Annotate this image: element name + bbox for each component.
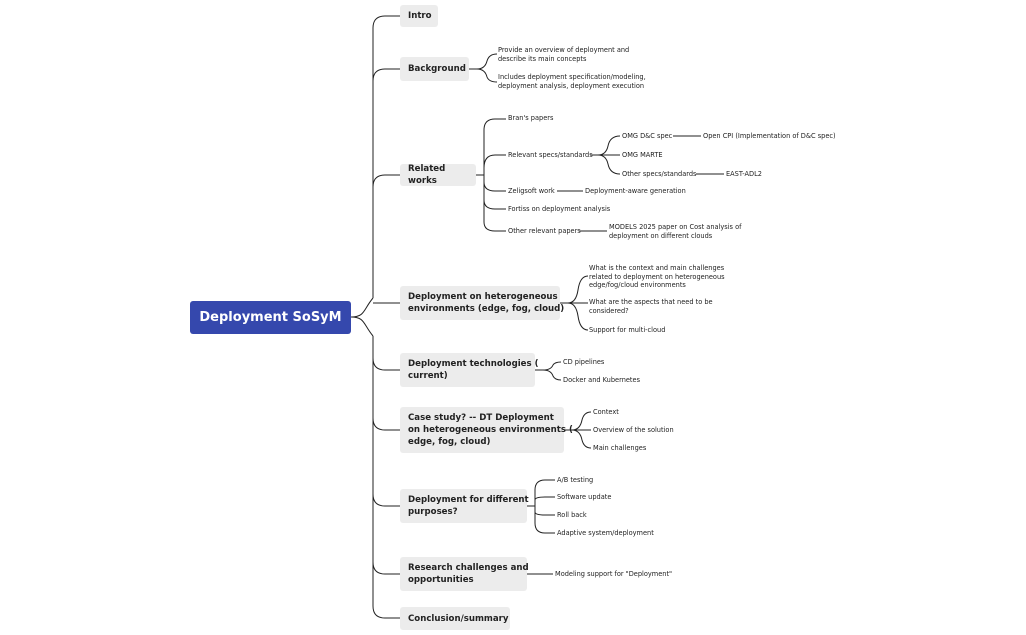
topic-heterogeneous-label: Deployment on heterogeneous environments… xyxy=(408,292,565,314)
spec-omg-marte[interactable]: OMG MARTE xyxy=(622,151,663,159)
topic-case-study[interactable]: Case study? -- DT Deployment on heteroge… xyxy=(400,407,573,453)
purpose-child-rollback[interactable]: Roll back xyxy=(557,511,587,519)
related-other-papers[interactable]: Other relevant papers xyxy=(508,227,581,235)
background-child-includes[interactable]: Includes deployment specification/modeli… xyxy=(498,73,646,90)
topic-technologies-label: Deployment technologies ( current) xyxy=(408,359,539,381)
zeligsoft-deployment-aware[interactable]: Deployment-aware generation xyxy=(585,187,686,195)
related-fortiss[interactable]: Fortiss on deployment analysis xyxy=(508,205,611,213)
topic-background[interactable]: Background xyxy=(400,57,469,81)
topic-intro[interactable]: Intro xyxy=(400,5,438,27)
topic-related-works[interactable]: Related works xyxy=(400,164,476,186)
case-child-overview[interactable]: Overview of the solution xyxy=(593,426,674,434)
topic-intro-label: Intro xyxy=(408,11,432,21)
root-topic-label: Deployment SoSyM xyxy=(199,310,342,325)
spec-east-adl2[interactable]: EAST-ADL2 xyxy=(726,170,762,178)
topic-purposes-label: Deployment for different purposes? xyxy=(408,495,529,517)
topic-related-works-label: Related works xyxy=(408,164,446,186)
hetero-child-multicloud[interactable]: Support for multi-cloud xyxy=(589,326,666,334)
hetero-child-aspects[interactable]: What are the aspects that need to be con… xyxy=(589,298,713,315)
topic-research[interactable]: Research challenges and opportunities xyxy=(400,557,529,591)
topic-conclusion-label: Conclusion/summary xyxy=(408,613,509,624)
related-models2025[interactable]: MODELS 2025 paper on Cost analysis of de… xyxy=(609,223,742,240)
tech-child-docker[interactable]: Docker and Kubernetes xyxy=(563,376,641,384)
spec-open-cpi[interactable]: Open CPI (Implementation of D&C spec) xyxy=(703,132,836,140)
topic-research-label: Research challenges and opportunities xyxy=(408,563,529,585)
topic-conclusion[interactable]: Conclusion/summary xyxy=(400,607,510,630)
background-child-overview[interactable]: Provide an overview of deployment and de… xyxy=(498,46,630,63)
related-zeligsoft[interactable]: Zeligsoft work xyxy=(508,187,555,195)
hetero-child-context[interactable]: What is the context and main challenges … xyxy=(589,264,725,290)
case-child-challenges[interactable]: Main challenges xyxy=(593,444,647,452)
related-brans-papers[interactable]: Bran's papers xyxy=(508,114,554,122)
topic-heterogeneous[interactable]: Deployment on heterogeneous environments… xyxy=(400,286,564,320)
topic-case-study-label: Case study? -- DT Deployment on heteroge… xyxy=(408,413,573,447)
purpose-child-ab[interactable]: A/B testing xyxy=(557,476,594,484)
purpose-child-adaptive[interactable]: Adaptive system/deployment xyxy=(557,529,654,537)
research-child-modeling[interactable]: Modeling support for "Deployment" xyxy=(555,570,673,578)
spec-omg-dc[interactable]: OMG D&C spec xyxy=(622,132,673,140)
spec-other[interactable]: Other specs/standards xyxy=(622,170,697,178)
root-topic[interactable]: Deployment SoSyM xyxy=(190,301,351,334)
purpose-child-update[interactable]: Software update xyxy=(557,493,612,501)
case-child-context[interactable]: Context xyxy=(593,408,619,416)
topic-purposes[interactable]: Deployment for different purposes? xyxy=(400,489,529,523)
related-specs-standards[interactable]: Relevant specs/standards xyxy=(508,151,593,159)
topic-technologies[interactable]: Deployment technologies ( current) xyxy=(400,353,539,387)
tech-child-cd[interactable]: CD pipelines xyxy=(563,358,605,366)
topic-background-label: Background xyxy=(408,64,466,74)
